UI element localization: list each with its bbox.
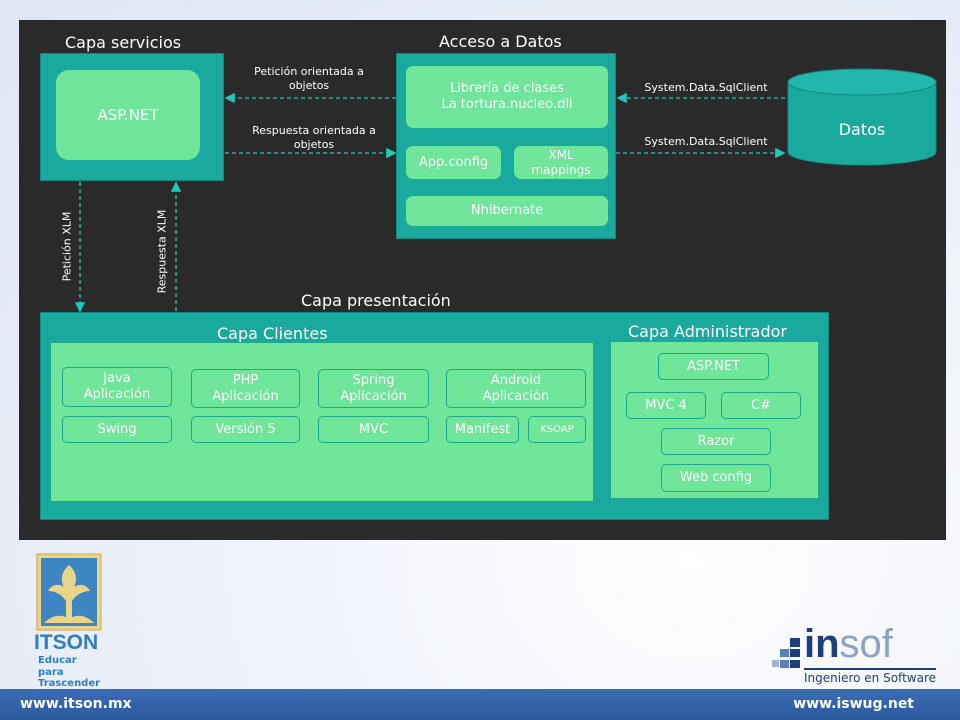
java-line1: Java: [103, 371, 131, 387]
spring-line1: Spring: [352, 372, 395, 388]
respuesta-orientada-label: Respuesta orientada a objetos: [239, 124, 389, 152]
libreria-line2: La tortura.nucleo.dll: [441, 97, 573, 112]
respuesta-orientada-line2: objetos: [293, 137, 335, 151]
footer-bar: www.itson.mx www.iswug.net: [0, 689, 960, 720]
itson-slogan-line2: Trascender: [38, 678, 101, 689]
libreria-line1: Librería de clases: [450, 81, 564, 97]
capa-servicios-title: Capa servicios: [65, 33, 182, 52]
peticion-orientada-line2: objetos: [288, 78, 330, 92]
footer-right-url[interactable]: www.iswug.net: [793, 696, 914, 712]
android-aplicacion-box: Android Aplicación: [446, 369, 586, 408]
admin-aspnet-box: ASP.NET: [658, 353, 769, 380]
capa-clientes-title: Capa Clientes: [217, 324, 328, 343]
itson-emblem-icon: [36, 553, 102, 631]
swing-box: Swing: [62, 416, 172, 443]
capa-administrador-title: Capa Administrador: [628, 322, 787, 341]
java-line2: Aplicación: [83, 387, 151, 402]
mvc4-box: MVC 4: [626, 392, 706, 419]
acceso-datos-title: Acceso a Datos: [439, 32, 562, 51]
capa-administrador-box: ASP.NET MVC 4 C# Razor Web config: [610, 341, 819, 499]
footer-left-url[interactable]: www.itson.mx: [20, 696, 132, 712]
insof-wordmark: insof: [804, 624, 893, 664]
xml-line2: mappings: [531, 162, 591, 177]
java-aplicacion-box: Java Aplicación: [62, 367, 172, 407]
sqlclient-bottom-label: System.Data.SqlClient: [644, 135, 768, 148]
insof-squares-icon: [772, 638, 800, 668]
architecture-diagram: Capa servicios ASP.NET Acceso a Datos Li…: [19, 20, 946, 540]
mvc-box: MVC: [318, 416, 429, 443]
respuesta-orientada-line1: Respuesta orientada a: [252, 124, 376, 137]
acceso-datos-box: Librería de clases La tortura.nucleo.dll…: [396, 53, 616, 239]
csharp-box: C#: [721, 392, 801, 419]
insof-tagline: Ingeniero en Software: [804, 668, 936, 685]
capa-presentacion-title: Capa presentación: [301, 291, 451, 310]
respuesta-xlm-label: Respuesta XLM: [155, 209, 169, 294]
ksoap-box: KSOAP: [528, 416, 586, 443]
manifest-box: Manifest: [446, 416, 519, 443]
php-aplicacion-box: PHP Aplicación: [191, 369, 300, 408]
peticion-orientada-line1: Petición orientada a: [254, 65, 364, 78]
web-config-box: Web config: [661, 464, 771, 492]
connector-arrows: [74, 92, 786, 313]
datos-database-icon: [787, 68, 937, 166]
insof-sof: sof: [839, 622, 893, 666]
insof-logo: insof Ingeniero en Software: [772, 624, 948, 688]
xml-line1: XML: [548, 148, 574, 163]
itson-slogan: Educar para Trascender: [38, 655, 102, 690]
php-line1: PHP: [232, 372, 259, 388]
android-line2: Aplicación: [482, 388, 550, 404]
capa-servicios-box: ASP.NET: [40, 53, 224, 181]
peticion-orientada-label: Petición orientada a objetos: [239, 65, 379, 93]
peticion-xlm-label: Petición XLM: [60, 211, 74, 282]
version5-box: Versión 5: [191, 416, 300, 443]
libreria-clases-box: Librería de clases La tortura.nucleo.dll: [405, 65, 609, 129]
insof-in: in: [804, 622, 840, 666]
servicios-aspnet-box: ASP.NET: [55, 69, 201, 161]
itson-logo: ITSON Educar para Trascender: [34, 553, 102, 689]
capa-clientes-box: Java Aplicación PHP Aplicación Spring Ap…: [50, 342, 594, 502]
xml-mappings-box: XML mappings: [513, 145, 609, 180]
spring-line2: Aplicación: [340, 388, 407, 404]
itson-slogan-line1: Educar para: [38, 655, 77, 678]
razor-box: Razor: [661, 428, 771, 455]
spring-aplicacion-box: Spring Aplicación: [318, 369, 429, 408]
android-line1: Android: [490, 372, 542, 388]
app-config-box: App.config: [405, 145, 502, 180]
itson-name: ITSON: [34, 631, 99, 654]
datos-label: Datos: [838, 120, 886, 139]
nhibernate-box: Nhibernate: [405, 195, 609, 227]
sqlclient-top-label: System.Data.SqlClient: [644, 81, 768, 94]
php-line2: Aplicación: [212, 388, 279, 404]
